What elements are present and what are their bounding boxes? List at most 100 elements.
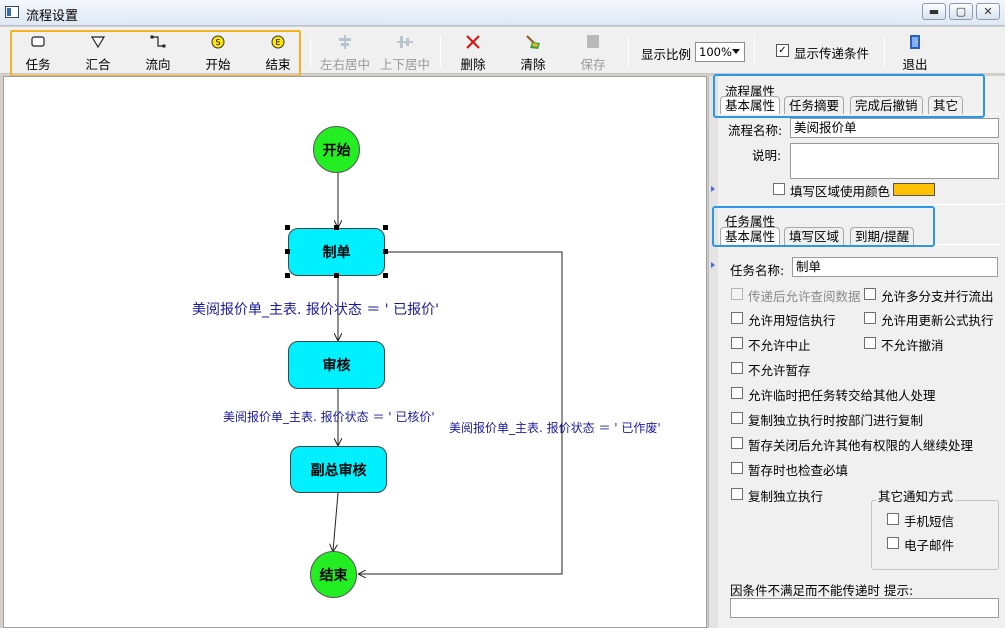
tab-process-undo[interactable]: 完成后撤销 [850,96,923,114]
diagram-canvas[interactable]: 开始 制单 美阅报价单_主表. 报价状态 ＝ ' 已报价' 审核 美阅报价单_主… [3,76,707,628]
tab-process-summary[interactable]: 任务摘要 [784,96,845,114]
flow-button-label: 流向 [145,57,171,72]
start-button-label: 开始 [205,57,231,72]
tab-task-basic[interactable]: 基本属性 [720,227,781,245]
fill-color-label: 填写区域使用颜色 [790,184,891,199]
start-node[interactable]: 开始 [313,126,360,173]
end-icon: E [271,35,285,49]
minimize-button[interactable]: ▬ [922,3,946,20]
allow-update-formula-checkbox[interactable] [864,312,876,324]
copy-independent-label: 复制独立执行 [748,489,824,504]
center-vertical-button[interactable]: 上下居中 [378,29,432,73]
allow-continue-checkbox[interactable] [731,437,743,449]
tab-task-due-reminder[interactable]: 到期/提醒 [850,227,915,245]
start-button[interactable]: S 开始 [194,29,242,73]
show-conditions-checkbox[interactable]: ✓ [776,44,789,57]
description-label: 说明: [752,148,782,163]
task-props-caption: 任务属性 [725,214,776,229]
notify-email-checkbox[interactable] [887,537,899,549]
hint-input[interactable] [730,598,999,618]
selection-handle[interactable] [334,273,339,278]
end-node[interactable]: 结束 [310,551,357,598]
zoom-value: 100% [699,45,732,59]
flow-icon [150,35,166,48]
selection-handle[interactable] [285,225,290,230]
panel-splitter[interactable] [708,76,718,628]
allow-forward-checkbox[interactable] [731,387,743,399]
toolbar-separator [310,35,311,67]
merge-icon [90,36,106,49]
disallow-temp-save-label: 不允许暂存 [748,363,811,378]
vp-review-task-node[interactable]: 副总审核 [290,446,387,493]
allow-multi-branch-label: 允许多分支并行流出 [881,289,994,304]
allow-continue-label: 暂存关闭后允许其他有权限的人继续处理 [748,438,974,453]
flow-button[interactable]: 流向 [134,29,182,73]
hint-label: 因条件不满足而不能传递时 提示: [730,583,914,598]
maximize-button[interactable]: ▢ [949,3,973,20]
process-name-label: 流程名称: [728,123,783,138]
merge-button[interactable]: 汇合 [74,29,122,73]
make-task-node[interactable]: 制单 [288,228,385,276]
allow-multi-branch-checkbox[interactable] [864,288,876,300]
zoom-select[interactable]: 100% [695,42,745,62]
condition-label-quoted[interactable]: 美阅报价单_主表. 报价状态 ＝ ' 已报价' [192,302,439,318]
flow-connectors [4,173,563,627]
exit-button[interactable]: 退出 [892,29,938,73]
save-button-label: 保存 [580,57,606,72]
section-divider [718,204,1005,205]
task-icon [31,36,45,47]
selection-handle[interactable] [285,249,290,254]
delete-button[interactable]: 删除 [448,29,498,73]
tab-task-fill-area[interactable]: 填写区域 [784,227,845,245]
show-conditions-label: 显示传递条件 [794,46,870,61]
task-button[interactable]: 任务 [14,29,62,73]
property-panel: 流程属性 基本属性 任务摘要 完成后撤销 其它 流程名称: 美阅报价单 说明: … [718,76,1005,628]
task-name-input[interactable]: 制单 [792,257,998,277]
allow-view-after-label: 传递后允许查阅数据 [748,289,861,304]
copy-by-dept-checkbox[interactable] [731,412,743,424]
review-task-node[interactable]: 审核 [288,341,385,389]
tab-process-other[interactable]: 其它 [928,96,964,114]
disallow-temp-save-checkbox[interactable] [731,362,743,374]
disallow-undo-label: 不允许撤消 [881,338,944,353]
selection-handle[interactable] [383,225,388,230]
allow-sms-checkbox[interactable] [731,312,743,324]
broom-icon [526,35,540,49]
start-icon-letter: S [215,38,220,47]
condition-label-reviewed[interactable]: 美阅报价单_主表. 报价状态 ＝ ' 已核价' [223,410,435,424]
disallow-undo-checkbox[interactable] [864,337,876,349]
save-button[interactable]: 保存 [568,29,618,73]
check-required-on-temp-checkbox[interactable] [731,462,743,474]
start-icon: S [211,35,225,49]
align-horizontal-icon [339,35,351,49]
selection-handle[interactable] [383,249,388,254]
delete-button-label: 删除 [460,57,486,72]
copy-by-dept-label: 复制独立执行时按部门进行复制 [748,413,924,428]
process-name-input[interactable]: 美阅报价单 [790,118,999,138]
center-horizontal-button[interactable]: 左右居中 [318,29,372,73]
check-required-on-temp-label: 暂存时也检查必填 [748,463,849,478]
edge-make-to-end-voided[interactable] [359,251,563,574]
condition-label-voided[interactable]: 美阅报价单_主表. 报价状态 ＝ ' 已作废' [449,421,661,435]
description-textarea[interactable] [790,143,999,179]
disallow-abort-checkbox[interactable] [731,337,743,349]
end-button-label: 结束 [265,57,291,72]
end-button[interactable]: E 结束 [254,29,302,73]
selection-handle[interactable] [334,225,339,230]
close-button[interactable]: ✕ [976,3,1000,20]
toolbar-separator [884,35,885,67]
end-icon-letter: E [275,38,280,47]
fill-color-swatch[interactable] [893,183,935,196]
notify-sms-checkbox[interactable] [887,513,899,525]
splitter-arrow-icon [711,262,715,268]
clear-button[interactable]: 清除 [508,29,558,73]
task-name-label: 任务名称: [730,263,785,278]
toolbar-separator [628,35,629,67]
edge-vp-to-end[interactable] [333,492,339,551]
copy-independent-checkbox[interactable] [731,488,743,500]
selection-handle[interactable] [383,273,388,278]
allow-view-after-checkbox[interactable] [731,288,743,300]
selection-handle[interactable] [285,273,290,278]
tab-process-basic[interactable]: 基本属性 [720,96,781,114]
fill-color-checkbox[interactable] [773,183,785,195]
